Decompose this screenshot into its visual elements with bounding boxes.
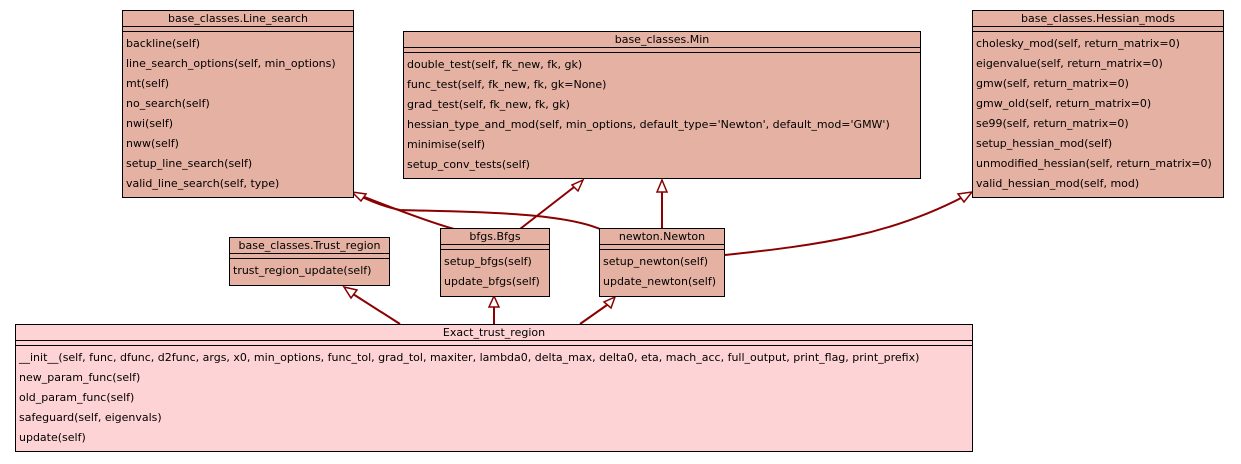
arrowhead-line-search-1: [349, 190, 368, 203]
arrowhead-hessian-mods: [956, 190, 974, 204]
method: setup_hessian_mod(self): [976, 137, 1113, 150]
edge-newton-to-hessian-mods: [724, 196, 964, 256]
arrowhead-bfgs: [487, 294, 501, 308]
class-attributes: [16, 341, 972, 346]
class-title: bfgs.Bfgs: [441, 229, 549, 245]
method: safeguard(self, eigenvals): [19, 411, 162, 424]
method: valid_line_search(self, type): [126, 177, 280, 190]
method: grad_test(self, fk_new, fk, gk): [407, 98, 570, 111]
class-attributes: [404, 48, 920, 53]
class-title: newton.Newton: [600, 229, 724, 245]
class-title: base_classes.Min: [404, 32, 920, 48]
method: eigenvalue(self, return_matrix=0): [976, 57, 1163, 70]
class-methods: __init__(self, func, dfunc, d2func, args…: [16, 346, 972, 448]
method: cholesky_mod(self, return_matrix=0): [976, 37, 1180, 50]
method: nwi(self): [126, 117, 174, 130]
method: trust_region_update(self): [233, 264, 372, 277]
method: update_bfgs(self): [444, 275, 540, 288]
class-title: base_classes.Trust_region: [230, 238, 389, 254]
method: nww(self): [126, 137, 179, 150]
edge-bfgs-to-line-search: [361, 195, 455, 230]
class-hessian-mods[interactable]: base_classes.Hessian_mods cholesky_mod(s…: [972, 10, 1224, 198]
method: old_param_func(self): [19, 391, 135, 404]
method: no_search(self): [126, 97, 210, 110]
arrowhead-trust-region: [342, 285, 359, 300]
class-exact-trust-region[interactable]: Exact_trust_region __init__(self, func, …: [15, 324, 973, 452]
edge-newton-to-line-search: [361, 196, 601, 230]
class-attributes: [441, 245, 549, 250]
method: unmodified_hessian(self, return_matrix=0…: [976, 157, 1212, 170]
method: mt(self): [126, 77, 170, 90]
method: setup_line_search(self): [126, 157, 253, 170]
class-title: Exact_trust_region: [16, 325, 972, 341]
method: __init__(self, func, dfunc, d2func, args…: [19, 351, 920, 364]
method: setup_conv_tests(self): [407, 158, 530, 171]
class-line-search[interactable]: base_classes.Line_search backline(self) …: [122, 10, 354, 198]
arrowhead-min-1: [570, 178, 585, 193]
method: func_test(self, fk_new, fk, gk=None): [407, 78, 607, 91]
class-methods: backline(self) line_search_options(self,…: [123, 32, 353, 194]
edge-exact-to-newton: [579, 304, 608, 325]
method: gmw_old(self, return_matrix=0): [976, 97, 1152, 110]
method: minimise(self): [407, 138, 486, 151]
class-bfgs[interactable]: bfgs.Bfgs setup_bfgs(self) update_bfgs(s…: [440, 228, 550, 297]
class-methods: double_test(self, fk_new, fk, gk) func_t…: [404, 53, 920, 175]
class-methods: trust_region_update(self): [230, 259, 389, 281]
method: setup_newton(self): [603, 255, 709, 268]
method: valid_hessian_mod(self, mod): [976, 177, 1140, 190]
method: update(self): [19, 431, 86, 444]
method: update_newton(self): [603, 275, 717, 288]
class-min[interactable]: base_classes.Min double_test(self, fk_ne…: [403, 31, 921, 179]
arrowhead-newton: [602, 295, 617, 310]
class-title: base_classes.Hessian_mods: [973, 11, 1223, 27]
method: backline(self): [126, 37, 201, 50]
method: gmw(self, return_matrix=0): [976, 77, 1129, 90]
class-attributes: [230, 254, 389, 259]
method: new_param_func(self): [19, 371, 141, 384]
class-methods: cholesky_mod(self, return_matrix=0) eige…: [973, 32, 1223, 194]
class-methods: setup_newton(self) update_newton(self): [600, 250, 724, 292]
class-attributes: [973, 27, 1223, 32]
class-title: base_classes.Line_search: [123, 11, 353, 27]
class-trust-region[interactable]: base_classes.Trust_region trust_region_u…: [229, 237, 390, 286]
class-newton[interactable]: newton.Newton setup_newton(self) update_…: [599, 228, 725, 297]
method: hessian_type_and_mod(self, min_options, …: [407, 118, 890, 131]
method: setup_bfgs(self): [444, 255, 532, 268]
method: se99(self, return_matrix=0): [976, 117, 1129, 130]
method: double_test(self, fk_new, fk, gk): [407, 58, 583, 71]
edge-bfgs-to-min: [519, 183, 579, 230]
class-attributes: [123, 27, 353, 32]
arrowhead-min-2: [655, 178, 669, 193]
class-attributes: [600, 245, 724, 250]
edge-exact-to-trust-region: [352, 293, 401, 325]
method: line_search_options(self, min_options): [126, 57, 336, 70]
class-methods: setup_bfgs(self) update_bfgs(self): [441, 250, 549, 292]
